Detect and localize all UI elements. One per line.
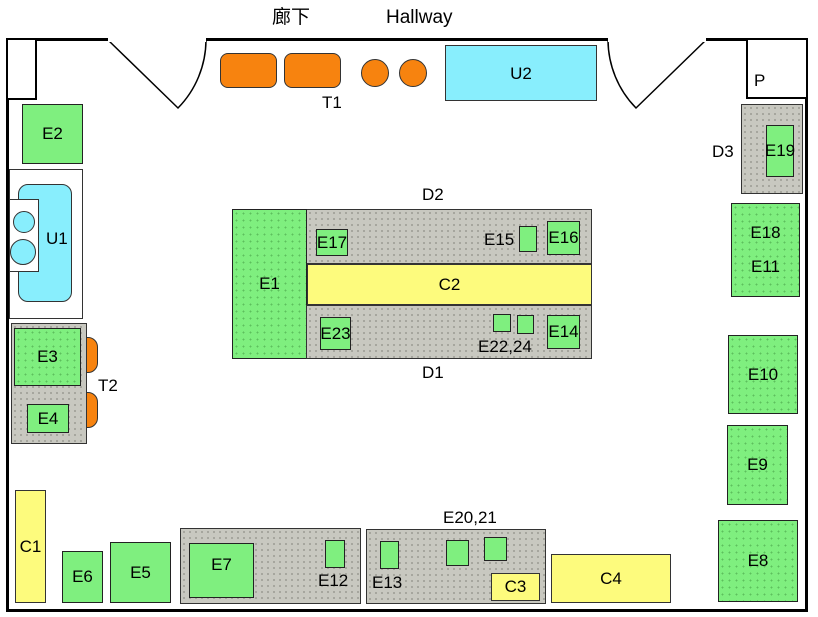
label-E13: E13 — [372, 573, 403, 592]
equipment-E15 — [519, 226, 537, 252]
label-E16: E16 — [548, 228, 579, 247]
equipment-E23: E23 — [320, 317, 351, 350]
equipment-E17: E17 — [316, 229, 348, 256]
label-E11: E11 — [751, 257, 780, 276]
label-C2: C2 — [438, 274, 461, 294]
equipment-E6: E6 — [62, 551, 103, 603]
pillar-left — [8, 40, 37, 100]
label-C4: C4 — [600, 568, 622, 588]
label-D2: D2 — [422, 185, 444, 204]
hallway-jp-label: 廊下 — [272, 7, 311, 28]
label-U1: U1 — [46, 229, 68, 248]
equipment-E2: E2 — [22, 104, 83, 164]
label-C3: C3 — [504, 577, 527, 596]
label-E12: E12 — [318, 571, 349, 590]
table-D2 — [306, 209, 592, 264]
hallway-label: Hallway — [386, 7, 453, 28]
label-P: P — [754, 71, 766, 90]
faucet-2 — [10, 239, 36, 265]
equipment-E16: E16 — [547, 221, 580, 255]
label-E10: E10 — [747, 364, 779, 384]
label-E17: E17 — [316, 232, 348, 252]
label-E15: E15 — [484, 230, 515, 249]
label-E4: E4 — [37, 408, 59, 428]
label-E18: E18 — [750, 223, 781, 242]
equipment-E21 — [484, 537, 507, 561]
label-D1: D1 — [422, 363, 444, 382]
chair-t1-2 — [284, 53, 341, 88]
chair-t1-1 — [220, 53, 277, 88]
chair-t1-4 — [399, 59, 427, 87]
equipment-E24 — [517, 315, 534, 334]
cabinet-C2: C2 — [307, 264, 592, 305]
cabinet-C1: C1 — [15, 490, 46, 603]
equipment-E9: E9 — [727, 425, 788, 505]
equipment-E13 — [380, 541, 399, 569]
label-E1: E1 — [259, 274, 280, 293]
equipment-E5: E5 — [110, 542, 171, 603]
table-D1 — [306, 305, 592, 359]
equipment-E1: E1 — [232, 209, 307, 359]
label-E2: E2 — [42, 124, 63, 143]
label-E22-24: E22,24 — [478, 337, 532, 356]
label-E8: E8 — [747, 551, 769, 570]
cabinet-C4: C4 — [551, 554, 671, 603]
unit-U2: U2 — [445, 45, 597, 101]
equipment-E3: E3 — [14, 328, 81, 386]
label-E14: E14 — [548, 322, 579, 341]
label-E20-21: E20,21 — [443, 508, 497, 527]
label-T2: T2 — [98, 376, 118, 395]
chair-t1-3 — [361, 59, 389, 87]
cabinet-C3: C3 — [491, 573, 540, 601]
equipment-E19: E19 — [764, 125, 796, 177]
equipment-E18-E11: E18 E11 — [731, 203, 800, 297]
label-E23: E23 — [320, 323, 351, 343]
equipment-E10: E10 — [728, 335, 798, 414]
label-D3: D3 — [712, 142, 734, 161]
label-C1: C1 — [19, 536, 42, 556]
equipment-E14: E14 — [547, 315, 580, 349]
equipment-E12 — [325, 540, 345, 568]
equipment-E7: E7 — [189, 543, 254, 598]
equipment-E20 — [446, 540, 469, 566]
label-E6: E6 — [72, 567, 93, 586]
pillar-right — [746, 40, 806, 99]
label-E7: E7 — [211, 554, 232, 574]
faucet-1 — [13, 211, 35, 233]
label-T1: T1 — [322, 93, 342, 112]
label-E9: E9 — [747, 455, 768, 474]
label-E19: E19 — [764, 141, 796, 160]
equipment-E4: E4 — [27, 404, 69, 433]
equipment-E22 — [493, 314, 511, 332]
equipment-E8: E8 — [718, 520, 798, 602]
room-outline — [6, 38, 808, 612]
label-E3: E3 — [37, 347, 58, 366]
label-U2: U2 — [510, 63, 532, 83]
label-E5: E5 — [130, 562, 151, 582]
